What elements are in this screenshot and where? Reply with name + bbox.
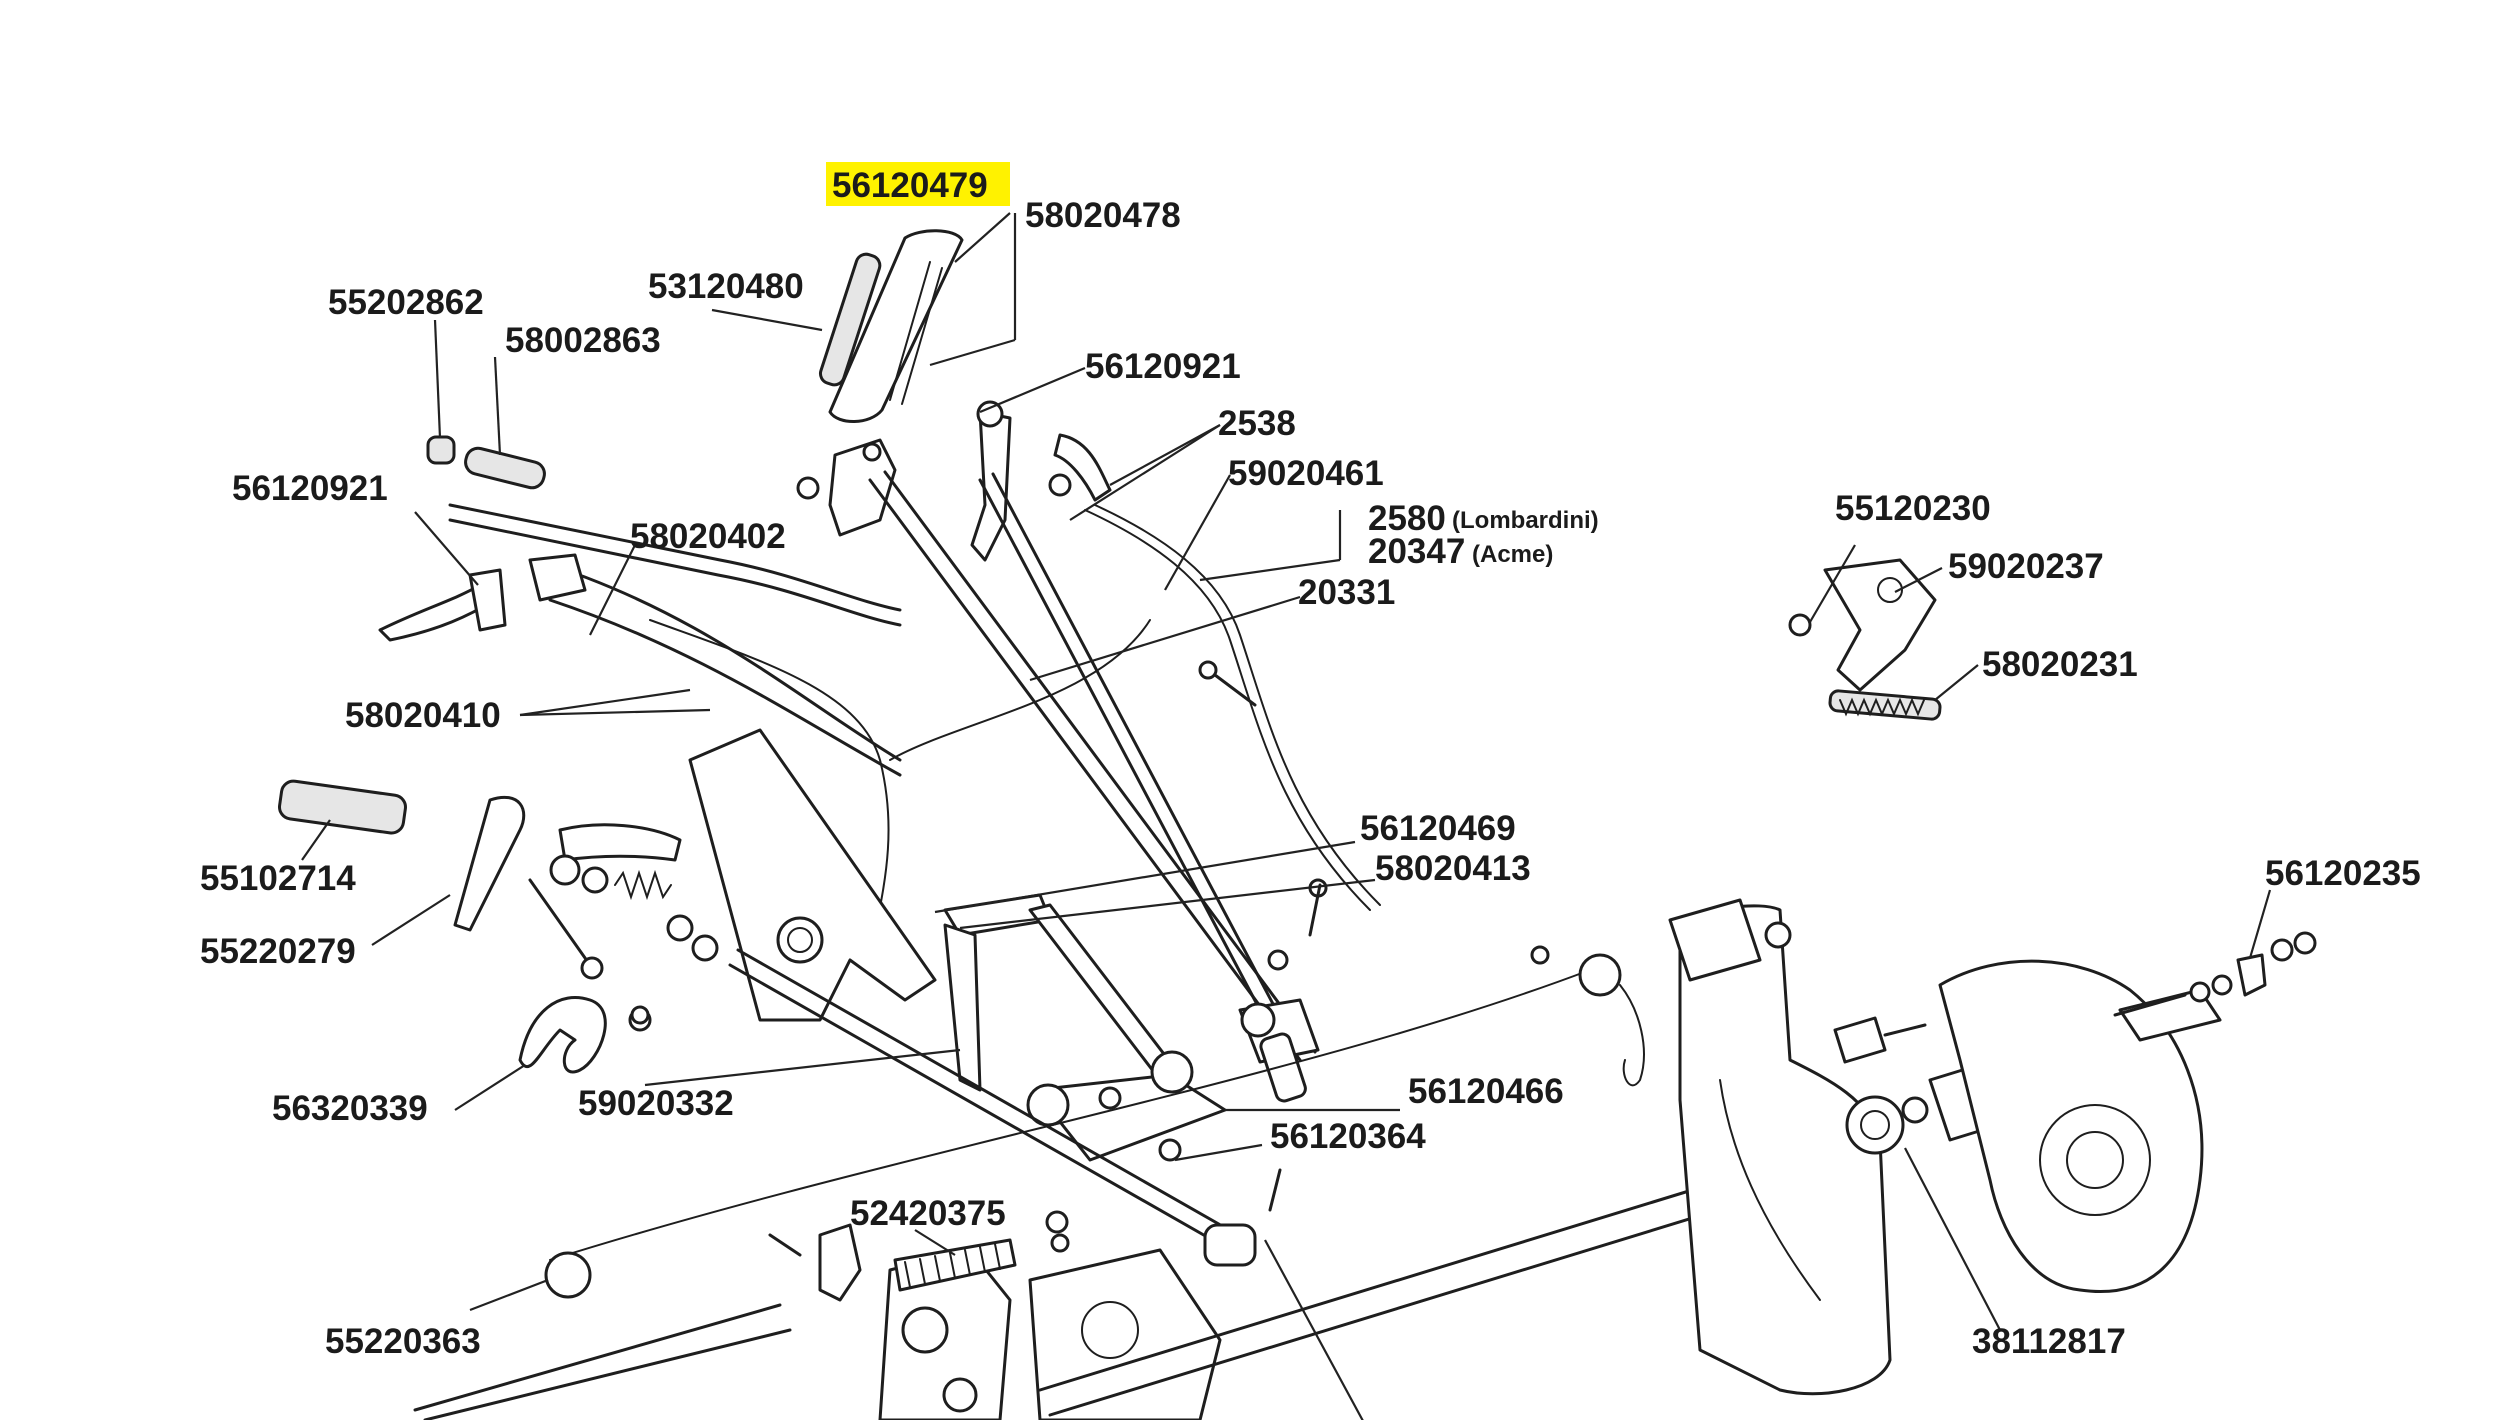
label-56120235: 56120235 [2265, 854, 2421, 893]
connecting-rod [728, 963, 1232, 1252]
label-55220363: 55220363 [325, 1322, 481, 1361]
label-52420375: 52420375 [850, 1194, 1006, 1233]
gear-cover [1938, 959, 2204, 1293]
label-59020461: 59020461 [1228, 454, 1384, 493]
label-58002863: 58002863 [505, 321, 661, 360]
drive-axle [1038, 1158, 1792, 1392]
label-58020410: 58020410 [345, 696, 501, 735]
label-56120364: 56120364 [1270, 1117, 1426, 1156]
label-59020332: 59020332 [578, 1084, 734, 1123]
part-labels: 56120479 58020478 53120480 55202862 5800… [200, 162, 2421, 1361]
label-58020413: 58020413 [1375, 849, 1531, 888]
label-55202862: 55202862 [328, 283, 484, 322]
label-20347-acme: (Acme) [1472, 541, 1553, 568]
label-56320339: 56320339 [272, 1089, 428, 1128]
handle-grip [828, 229, 964, 423]
handlebar-tube-left [448, 503, 902, 612]
parts-artwork [278, 229, 2317, 1420]
leader-lines [301, 212, 2272, 1420]
label-20331: 20331 [1298, 573, 1395, 612]
side-bracket [1823, 558, 1937, 692]
label-59020237: 59020237 [1948, 547, 2104, 586]
cable-sleeve [464, 446, 546, 490]
label-56120921-right: 56120921 [1085, 347, 1241, 386]
grip-insert [818, 252, 882, 387]
label-2580: 2580 [1368, 499, 1446, 538]
label-55120230: 55120230 [1835, 489, 1991, 528]
highlight-marker [826, 162, 1010, 206]
label-55102714: 55102714 [200, 859, 356, 898]
label-2580-lombardini: (Lombardini) [1452, 507, 1599, 534]
spring-left [614, 869, 672, 901]
label-56120921-left: 56120921 [232, 469, 388, 508]
reverse-lever [453, 795, 526, 932]
main-shaft [868, 478, 1302, 1062]
foot-pedal [278, 779, 407, 835]
hook-clip [518, 996, 607, 1074]
label-58020478: 58020478 [1025, 196, 1181, 235]
clutch-cable [649, 619, 890, 961]
label-56120469: 56120469 [1360, 809, 1516, 848]
label-20347: 20347 [1368, 532, 1465, 571]
lever-bracket [828, 438, 897, 537]
bearing [1845, 1095, 1905, 1155]
label-58020402: 58020402 [630, 517, 786, 556]
label-58020231: 58020231 [1982, 645, 2138, 684]
right-clutch-lever [970, 410, 1012, 562]
label-55220279: 55220279 [200, 932, 356, 971]
label-53120480: 53120480 [648, 267, 804, 306]
label-2538: 2538 [1218, 404, 1296, 443]
label-38112817: 38112817 [1972, 1322, 2126, 1361]
frame-plate [688, 728, 937, 1022]
throttle-cable [1084, 509, 1371, 911]
gearbox-housing [1678, 904, 1892, 1396]
threaded-shaft [893, 1238, 1017, 1292]
label-56120466: 56120466 [1408, 1072, 1564, 1111]
label-56120479: 56120479 [832, 166, 988, 205]
